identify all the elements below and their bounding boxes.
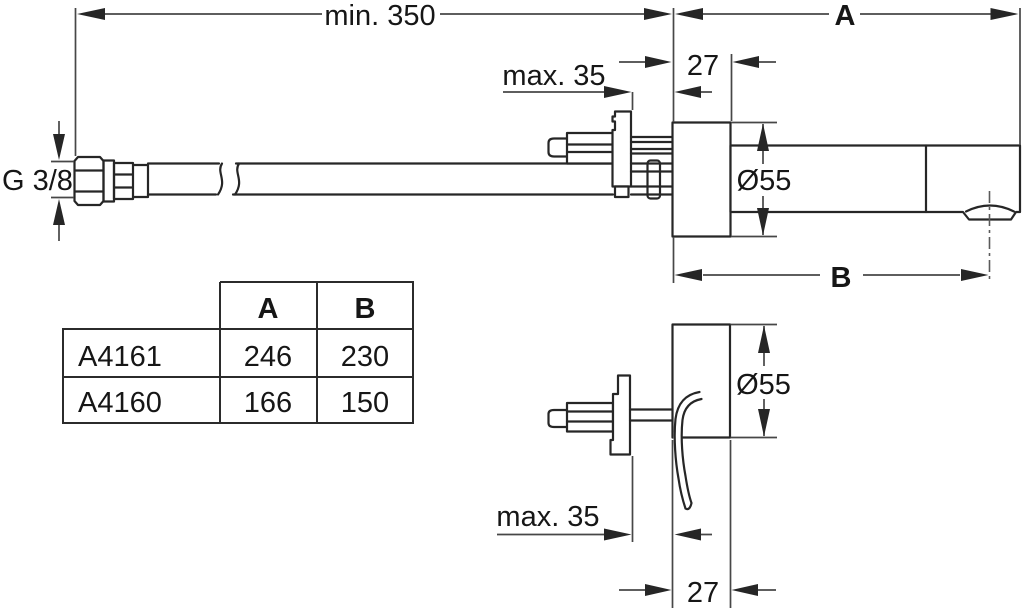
spec-table-grid: [62, 281, 414, 424]
dim-27-top: 27: [619, 50, 776, 121]
dim-diameter-top-arrow-up: [757, 123, 769, 151]
valve-cartridge-bottom: [547, 374, 674, 456]
spec-table-model-2: A4160: [78, 387, 162, 419]
dim-max-35-top-lines: [503, 91, 712, 110]
spout-tube: [729, 144, 1022, 221]
dim-min-350-label: min. 350: [324, 0, 435, 32]
dim-a-label: A: [835, 0, 856, 32]
supply-pipe-plan: [628, 408, 674, 422]
spec-table-header-b: B: [355, 293, 376, 325]
valve-stem-knob-plan: [547, 408, 570, 429]
sensor-cable-mask: [673, 391, 705, 511]
wall-flange: [671, 121, 732, 238]
dim-diameter-bottom-lines: [730, 323, 777, 439]
dim-b-arrow-right: [961, 269, 989, 281]
dim-27-top-label: 27: [687, 50, 719, 82]
dim-max-35-top-arrow-left: [674, 86, 701, 98]
dim-thread-arrow-down: [53, 134, 65, 160]
hose-ferrule: [112, 161, 150, 201]
dim-a-arrow-left: [675, 8, 703, 20]
valve-stem-knob: [547, 137, 570, 158]
valve-stem-lines-plan: [565, 410, 615, 423]
spout-body-bottom: [671, 323, 732, 511]
dim-diameter-top-lines: [731, 121, 777, 238]
dim-diameter-top: Ø55: [731, 121, 792, 238]
spec-table-b-1: 230: [341, 341, 389, 373]
valve-stem-housing-plan: [565, 401, 615, 433]
valve-cartridge-top: [547, 110, 674, 200]
supply-hose: [73, 155, 615, 207]
dim-min-350-arrow-right: [644, 8, 672, 20]
dim-diameter-bottom-arrow-down: [758, 409, 770, 437]
dim-max-35-top-label: max. 35: [502, 60, 605, 92]
dim-min-350: min. 350: [74, 0, 672, 156]
spec-table-a-1: 246: [244, 341, 292, 373]
dim-max-35-bottom-label: max. 35: [496, 501, 599, 533]
dim-thread: G 3/8: [2, 121, 74, 241]
dim-a-arrow-right: [990, 8, 1019, 20]
sensor-cable: [673, 390, 703, 511]
dim-thread-arrow-up: [53, 199, 65, 225]
dim-27-bottom-label: 27: [687, 577, 719, 609]
dim-diameter-top-arrow-down: [757, 208, 769, 236]
dim-27-bottom-arrow-left: [645, 584, 672, 596]
dim-a: A: [672, 0, 1021, 145]
dim-b-label: B: [831, 262, 852, 294]
dim-27-bottom-lines: [619, 440, 776, 608]
dim-min-350-arrow-left: [77, 8, 105, 20]
dim-b: B: [672, 237, 989, 294]
top-view: min. 350 A 27 max. 35 G 3/8: [2, 0, 1022, 294]
dim-thread-lines: [51, 121, 74, 241]
dim-27-top-lines: [619, 54, 776, 121]
dim-a-lines: [672, 8, 1021, 145]
table-row: A4161 246 230: [78, 341, 389, 373]
dim-max-35-bottom: max. 35: [496, 440, 712, 608]
hose-tube: [146, 162, 615, 196]
hose-break-symbol: [216, 162, 241, 196]
spec-table-model-1: A4161: [78, 341, 162, 373]
dim-27-bottom-arrow-right: [731, 584, 758, 596]
dim-b-arrow-left: [674, 269, 702, 281]
bottom-view: Ø55 max. 35 27: [496, 323, 791, 609]
valve-stem-lines: [565, 143, 615, 154]
dim-max-35-top: max. 35: [502, 60, 712, 110]
hose-nut: [73, 155, 105, 207]
valve-stem-housing: [565, 131, 615, 165]
pipe-ferrule-ring: [646, 159, 662, 200]
spec-table-a-2: 166: [244, 387, 292, 419]
dim-min-350-lines: [74, 8, 646, 156]
dim-diameter-top-label: Ø55: [737, 165, 792, 197]
dim-27-bottom: 27: [619, 440, 776, 609]
dim-max-35-bottom-arrow-right: [604, 528, 632, 541]
dim-diameter-bottom-arrow-up: [758, 325, 770, 353]
dim-27-top-arrow-right: [732, 56, 759, 68]
mounting-plate-plan: [609, 374, 632, 456]
table-row: A4160 166 150: [78, 387, 389, 419]
dim-max-35-top-arrow-right: [604, 86, 632, 98]
dim-thread-label: G 3/8: [2, 165, 73, 197]
dim-max-35-bottom-lines: [497, 440, 712, 608]
supply-pipes-upper: [629, 135, 674, 155]
spec-table-header-a: A: [258, 293, 279, 325]
dim-diameter-bottom-label: Ø55: [736, 369, 791, 401]
spec-table: A B A4161 246 230 A4160 166 150: [62, 281, 414, 424]
dim-b-lines: [672, 237, 960, 283]
dim-max-35-bottom-arrow-left: [674, 528, 701, 541]
spec-table-b-2: 150: [341, 387, 389, 419]
dim-diameter-bottom: Ø55: [730, 323, 791, 439]
mounting-plate-top: [611, 110, 633, 188]
dim-27-top-arrow-left: [645, 56, 672, 68]
mounting-plate-foot: [613, 185, 630, 199]
spout-body-top: [671, 121, 1022, 282]
hose-washer: [102, 159, 116, 203]
aerator-dome-arc: [964, 204, 1016, 213]
supply-pipes-lower: [629, 162, 674, 196]
